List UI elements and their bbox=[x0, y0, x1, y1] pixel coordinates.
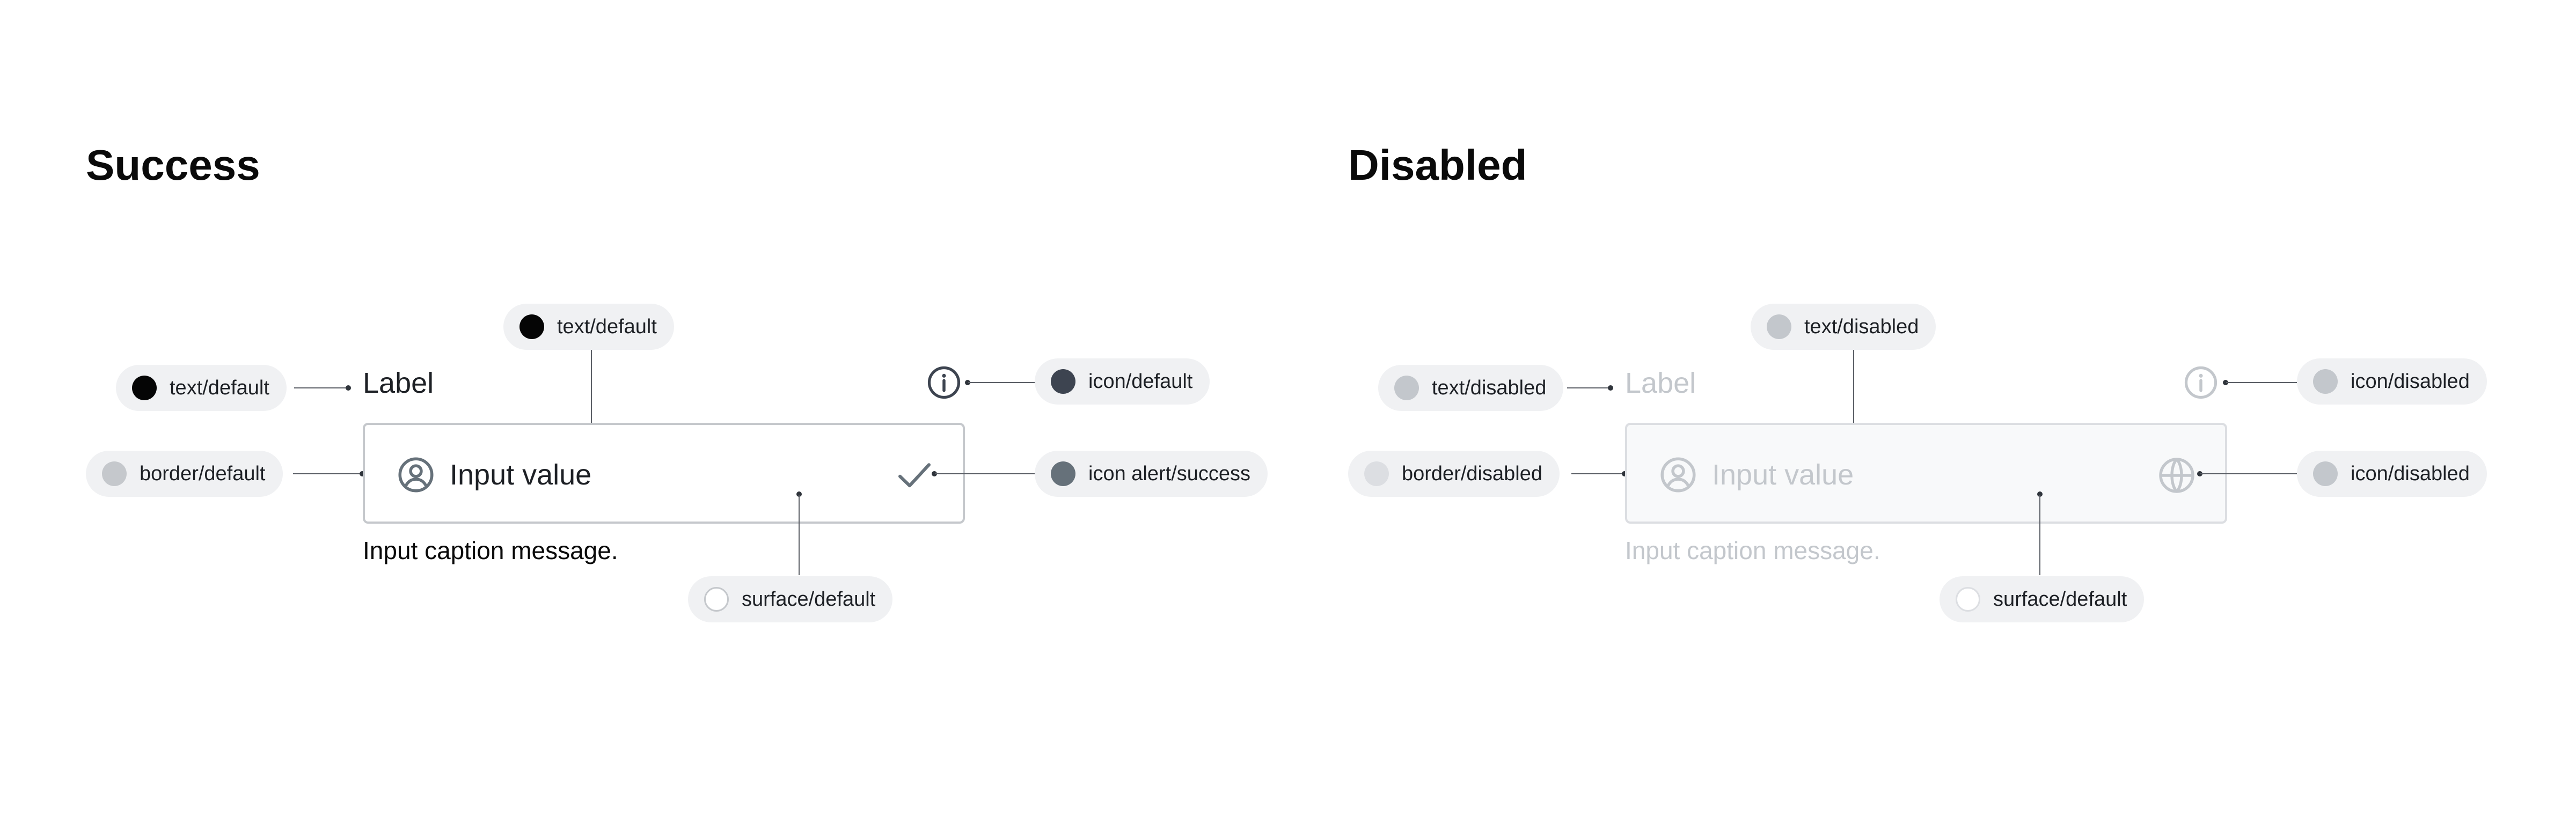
token-pill-label-text: text/default bbox=[116, 365, 287, 411]
connector-dot bbox=[346, 385, 351, 391]
token-name: icon/disabled bbox=[2351, 370, 2470, 393]
connector-line bbox=[935, 473, 1035, 474]
token-name: icon/disabled bbox=[2351, 462, 2470, 485]
connector-line bbox=[2200, 473, 2297, 474]
connector-line bbox=[293, 473, 362, 474]
connector-dot bbox=[1622, 471, 1627, 476]
connector-line bbox=[1567, 387, 1610, 388]
token-pill-surface: surface/default bbox=[1940, 576, 2145, 622]
token-name: surface/default bbox=[742, 588, 876, 611]
info-circle-icon bbox=[2184, 366, 2218, 399]
token-name: border/default bbox=[140, 462, 266, 485]
caption-message: Input caption message. bbox=[1625, 537, 1880, 564]
color-swatch bbox=[1956, 587, 1980, 612]
text-input-disabled: Input value bbox=[1625, 423, 2227, 524]
token-name: text/default bbox=[557, 315, 657, 338]
token-pill-value-text: text/default bbox=[503, 304, 674, 350]
token-pill-border: border/default bbox=[86, 451, 283, 497]
disabled-state-spec: text/disabled Label text/disabled border… bbox=[1262, 0, 2550, 837]
connector-line bbox=[2226, 382, 2297, 383]
connector-line bbox=[799, 495, 800, 575]
checkmark-icon bbox=[898, 463, 931, 488]
connector-dot bbox=[932, 471, 937, 476]
token-name: border/disabled bbox=[1402, 462, 1542, 485]
color-swatch bbox=[1394, 376, 1419, 400]
connector-dot bbox=[2037, 491, 2043, 497]
color-swatch bbox=[704, 587, 729, 612]
token-pill-trailing-icon: icon alert/success bbox=[1035, 451, 1268, 497]
input-value: Input value bbox=[1712, 459, 1854, 491]
token-pill-trailing-icon: icon/disabled bbox=[2297, 451, 2487, 497]
globe-icon bbox=[2159, 458, 2194, 493]
caption-message: Input caption message. bbox=[363, 537, 618, 564]
section-heading-success: Success bbox=[86, 141, 260, 189]
color-swatch bbox=[132, 376, 157, 400]
color-swatch bbox=[102, 461, 127, 486]
color-swatch bbox=[2313, 461, 2338, 486]
connector-line bbox=[1571, 473, 1624, 474]
success-state-spec: text/default Label text/default border/d… bbox=[86, 304, 1268, 622]
connector-dot bbox=[1608, 385, 1613, 391]
color-swatch bbox=[2313, 369, 2338, 394]
color-swatch bbox=[1767, 314, 1791, 339]
token-name: icon/default bbox=[1088, 370, 1193, 393]
token-pill-label-text: text/disabled bbox=[1378, 365, 1564, 411]
token-name: surface/default bbox=[1993, 588, 2127, 611]
user-circle-icon bbox=[1660, 457, 1696, 493]
token-name: text/disabled bbox=[1432, 376, 1547, 399]
color-swatch bbox=[519, 314, 544, 339]
field-label: Label bbox=[1625, 367, 1696, 399]
token-pill-surface: surface/default bbox=[688, 576, 893, 622]
user-circle-icon bbox=[398, 457, 434, 493]
text-input[interactable]: Input value bbox=[363, 423, 965, 524]
connector-line bbox=[294, 387, 348, 388]
token-pill-info-icon: icon/default bbox=[1035, 358, 1210, 405]
color-swatch bbox=[1051, 461, 1075, 486]
connector-line bbox=[1853, 350, 1854, 441]
color-swatch bbox=[1364, 461, 1389, 486]
input-value: Input value bbox=[450, 459, 592, 491]
connector-dot bbox=[2197, 471, 2202, 476]
color-swatch bbox=[1051, 369, 1075, 394]
token-name: icon alert/success bbox=[1088, 462, 1251, 485]
section-heading-disabled: Disabled bbox=[1348, 141, 1527, 189]
connector-dot bbox=[796, 491, 802, 497]
token-name: text/disabled bbox=[1804, 315, 1919, 338]
connector-line bbox=[2039, 495, 2040, 575]
connector-dot bbox=[360, 471, 365, 476]
connector-dot bbox=[965, 380, 970, 385]
token-pill-value-text: text/disabled bbox=[1751, 304, 1936, 350]
connector-line bbox=[591, 350, 592, 441]
connector-dot bbox=[2223, 380, 2228, 385]
token-pill-info-icon: icon/disabled bbox=[2297, 358, 2487, 405]
connector-line bbox=[968, 382, 1035, 383]
info-circle-icon[interactable] bbox=[926, 365, 962, 400]
token-name: text/default bbox=[170, 376, 269, 399]
token-pill-border: border/disabled bbox=[1348, 451, 1560, 497]
field-label: Label bbox=[363, 367, 434, 399]
